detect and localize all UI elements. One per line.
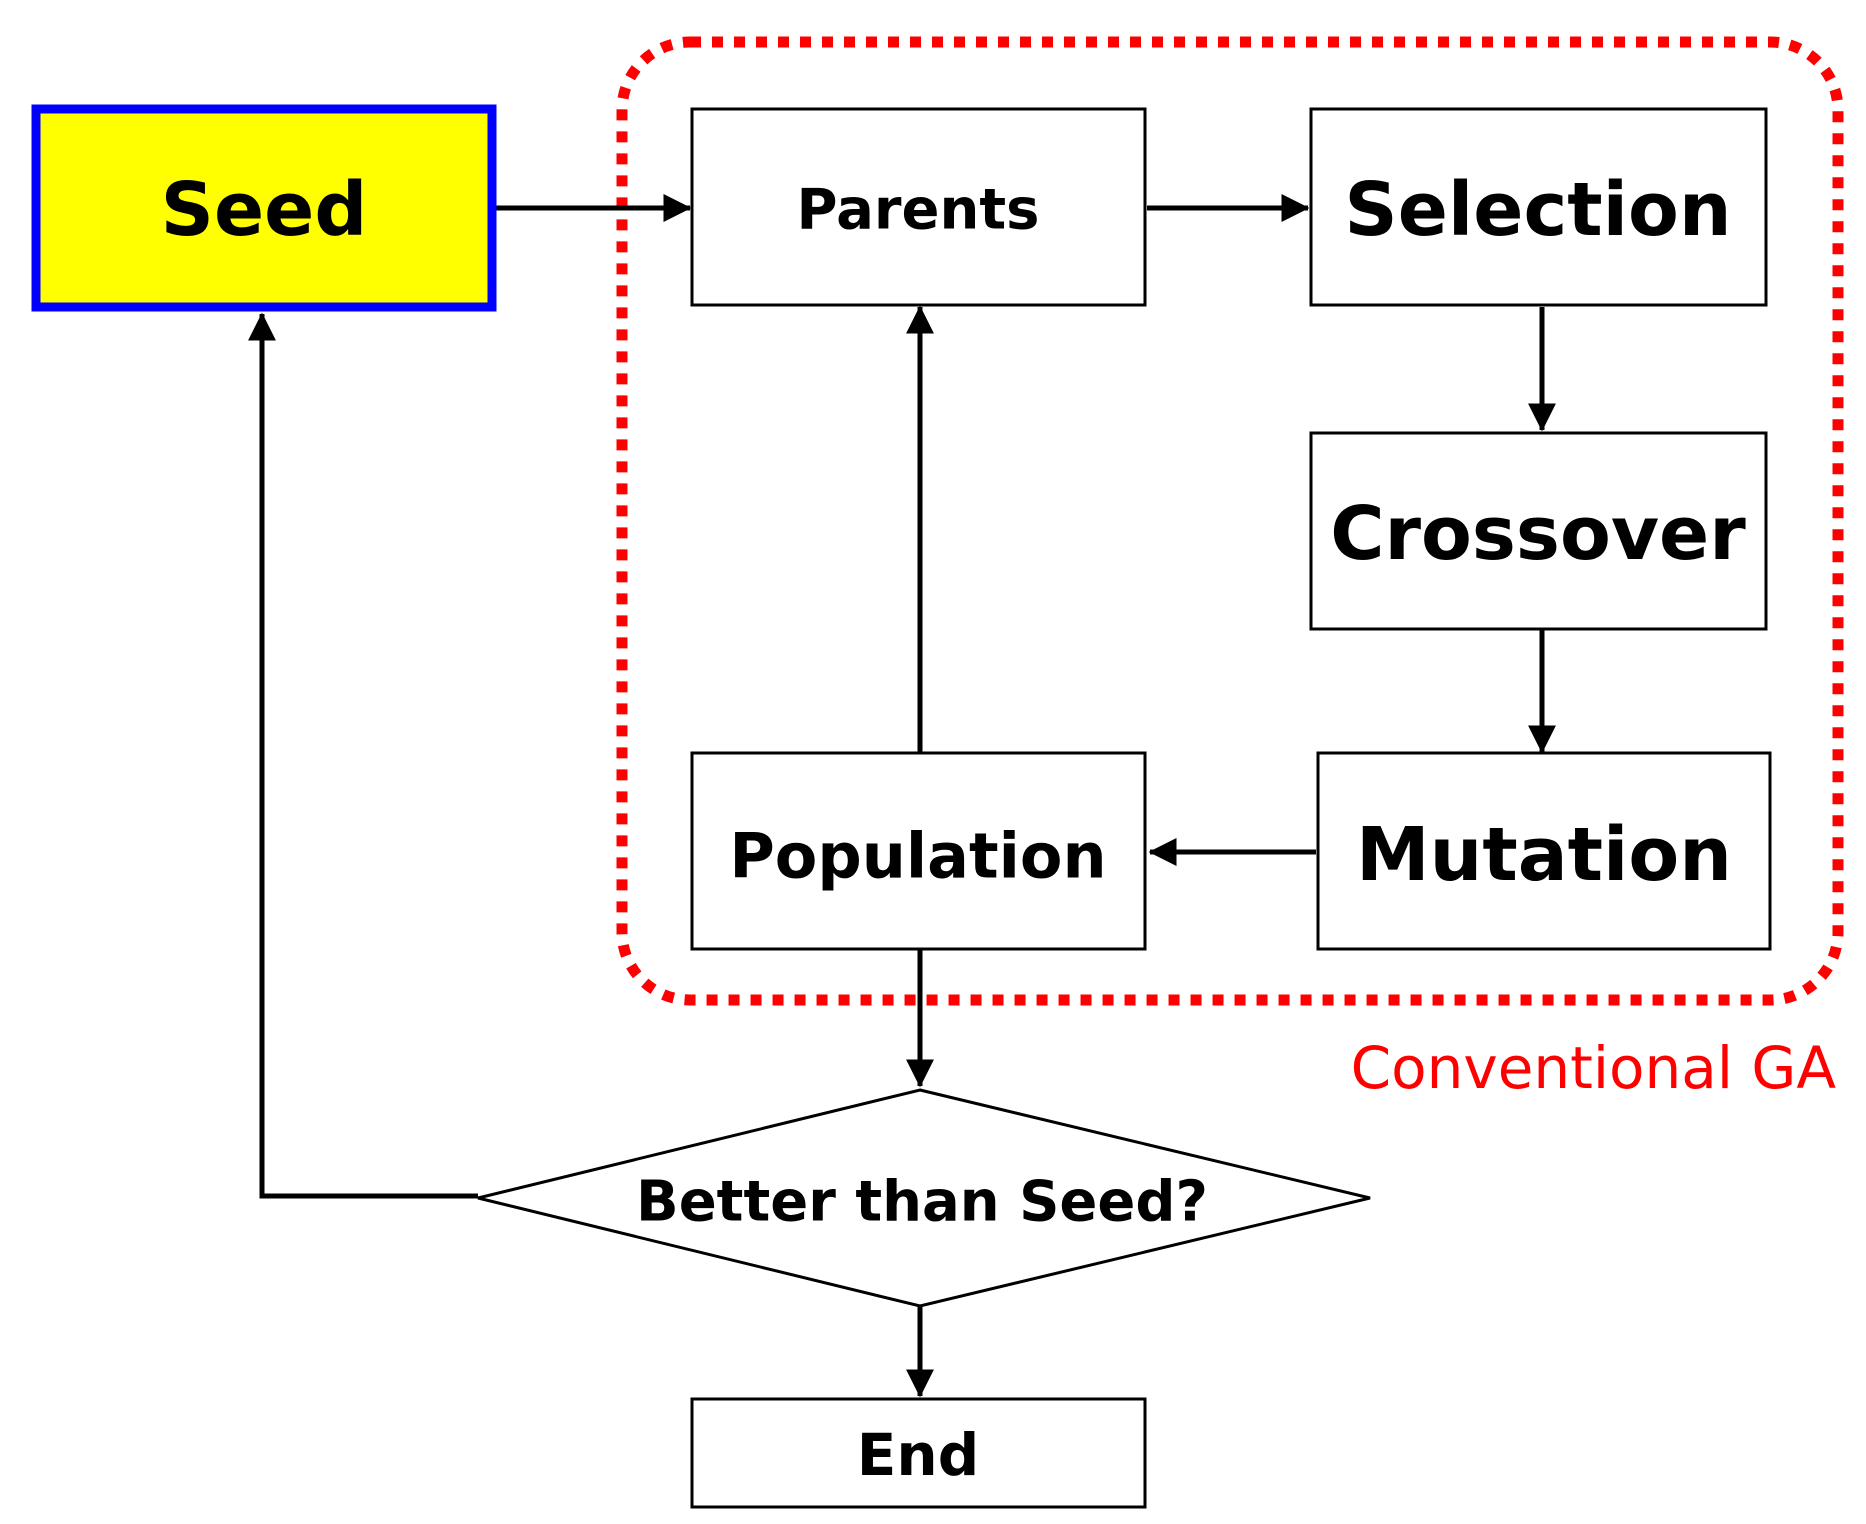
crossover-node: Crossover xyxy=(1309,431,1768,631)
crossover-label: Crossover xyxy=(1330,491,1746,577)
end-box xyxy=(690,1397,1147,1509)
seed-box xyxy=(31,104,497,312)
decision-diamond xyxy=(477,1088,1371,1308)
decision-label: Better than Seed? xyxy=(636,1170,1208,1235)
parents-label: Parents xyxy=(797,178,1040,243)
crossover-box xyxy=(1309,431,1768,631)
population-node: Population xyxy=(690,751,1147,951)
edge-decision-to-seed xyxy=(248,312,478,1199)
population-label: Population xyxy=(729,820,1106,893)
end-label: End xyxy=(857,1421,979,1489)
parents-node: Parents xyxy=(690,107,1147,307)
selection-label: Selection xyxy=(1344,167,1731,253)
decision-node: Better than Seed? xyxy=(477,1088,1371,1308)
mutation-node: Mutation xyxy=(1316,751,1772,951)
end-node: End xyxy=(690,1397,1147,1509)
seed-node: Seed xyxy=(31,104,497,312)
parents-box xyxy=(690,107,1147,307)
mutation-label: Mutation xyxy=(1356,812,1732,898)
population-box xyxy=(690,751,1147,951)
seed-label: Seed xyxy=(161,167,368,253)
selection-node: Selection xyxy=(1309,107,1768,307)
conventional-ga-label: Conventional GA xyxy=(1351,1034,1837,1102)
selection-box xyxy=(1309,107,1768,307)
mutation-box xyxy=(1316,751,1772,951)
